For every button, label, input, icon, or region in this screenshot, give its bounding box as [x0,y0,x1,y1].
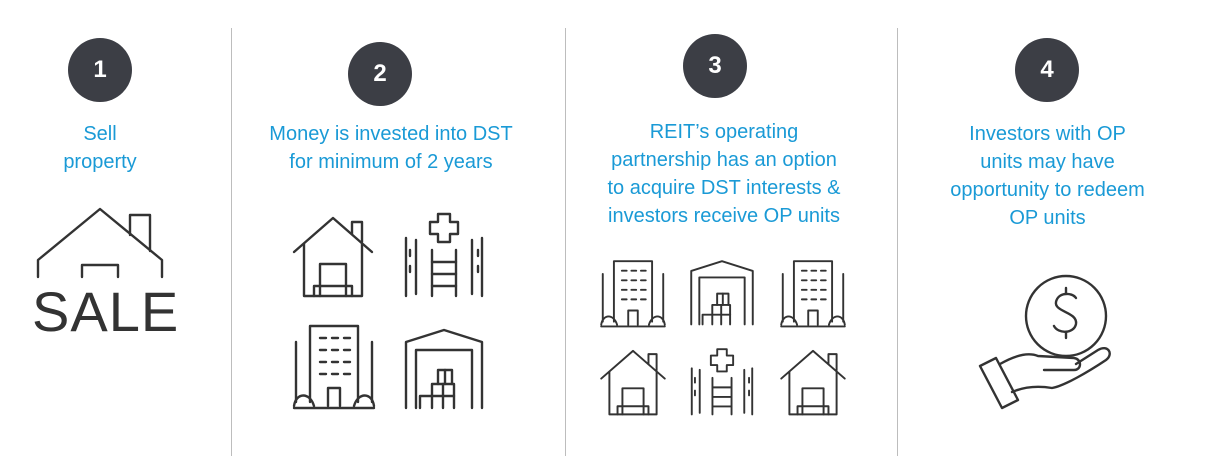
column-divider [897,28,898,456]
step-4-line: units may have [980,151,1115,173]
step-1-text: Sell property [20,120,180,176]
step-3-number: 3 [683,34,747,98]
step-1-number: 1 [68,38,132,102]
step-3-line: investors receive OP units [608,205,840,227]
hospital-icon [688,346,756,416]
step-3-text: REIT’s operating partnership has an opti… [570,118,878,230]
office-building-icon [598,258,668,328]
step-2-number: 2 [348,42,412,106]
column-divider [231,28,232,456]
step-3-line: to acquire DST interests & [607,177,841,199]
house-icon [778,346,848,416]
step-4-number: 4 [1015,38,1079,102]
house-icon [598,346,668,416]
house-icon [290,212,376,298]
step-4-line: Investors with OP [969,123,1126,145]
step-4-text: Investors with OP units may have opportu… [905,120,1190,232]
step-1-line: property [63,151,137,173]
step-4-line: OP units [1009,207,1086,229]
sale-text: SALE [32,280,180,343]
step-2-text: Money is invested into DST for minimum o… [236,120,546,176]
office-building-icon [778,258,848,328]
office-building-icon [292,322,376,410]
hospital-icon [402,210,486,298]
step-2-line: for minimum of 2 years [289,151,493,173]
house-sale-icon [30,205,170,285]
step-1-line: Sell [83,123,117,145]
step-3-line: REIT’s operating [649,121,799,143]
hand-coin-dollar-icon [978,272,1118,412]
column-divider [565,28,566,456]
step-2-line: Money is invested into DST [269,123,513,145]
step-3-line: partnership has an option [611,149,837,171]
step-4-line: opportunity to redeem [950,179,1145,201]
warehouse-icon [402,326,486,410]
warehouse-icon [688,258,756,326]
